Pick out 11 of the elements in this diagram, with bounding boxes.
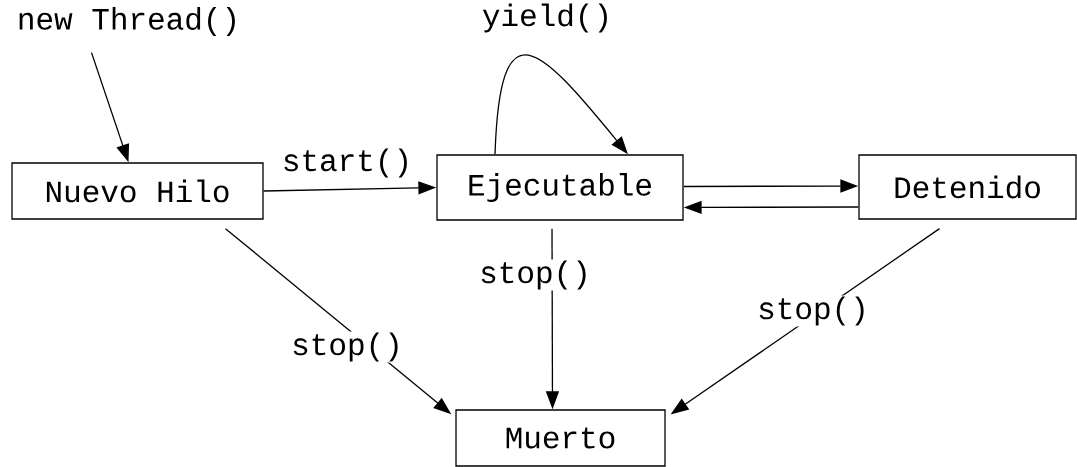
edge-label: yield() xyxy=(480,2,614,34)
state-box: Nuevo Hilo xyxy=(11,162,264,220)
arrow xyxy=(494,54,628,155)
edge-label: stop() xyxy=(756,295,870,327)
node-text: new Thread() xyxy=(19,7,235,36)
edge-label: stop() xyxy=(478,259,592,291)
edge-label: start() xyxy=(280,147,414,179)
state-box: Detenido xyxy=(858,154,1077,220)
state-box: Muerto xyxy=(455,409,666,467)
edge-label: stop() xyxy=(290,331,404,363)
state-box: Ejecutable xyxy=(436,154,684,221)
